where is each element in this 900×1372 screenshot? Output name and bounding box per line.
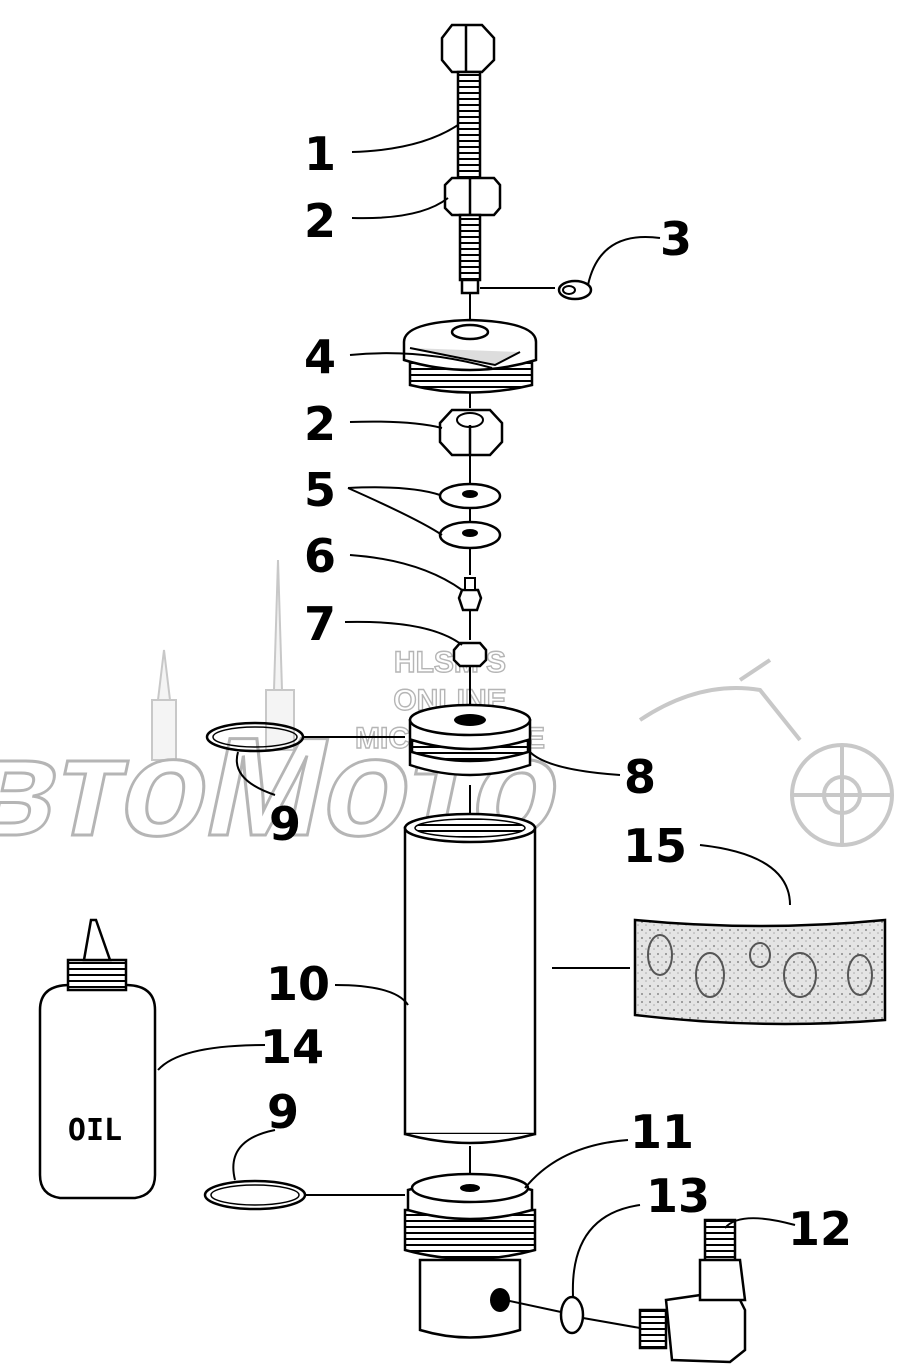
cap bbox=[402, 318, 538, 394]
callout-4: 4 bbox=[304, 330, 336, 384]
base bbox=[403, 1172, 537, 1339]
hex-nut bbox=[438, 408, 504, 457]
callout-9-lower: 9 bbox=[267, 1085, 299, 1139]
callout-5: 5 bbox=[304, 463, 336, 517]
jam-nut bbox=[443, 176, 502, 295]
small-o-ring bbox=[504, 1295, 641, 1335]
callouts: 1 2 3 4 2 5 6 7 8 9 15 10 14 9 11 13 12 bbox=[260, 127, 852, 1256]
callout-6: 6 bbox=[304, 529, 336, 583]
small-nut bbox=[452, 641, 488, 668]
bottle-label: OIL bbox=[68, 1113, 122, 1148]
callout-8: 8 bbox=[624, 750, 656, 804]
o-ring-bottom bbox=[203, 1179, 405, 1211]
watermark-motorcycle-icon bbox=[638, 658, 894, 847]
callout-14: 14 bbox=[260, 1020, 324, 1074]
decal bbox=[633, 918, 887, 1026]
leader-lines bbox=[157, 124, 796, 1297]
elbow-fitting bbox=[638, 1218, 747, 1364]
valve bbox=[457, 577, 483, 612]
callout-2-lower: 2 bbox=[304, 397, 336, 451]
watermark-line-1: HLSM'S bbox=[394, 646, 506, 679]
bolt bbox=[440, 23, 496, 182]
callout-7: 7 bbox=[304, 597, 336, 651]
watermark-skyline-icon bbox=[151, 559, 295, 761]
callout-11: 11 bbox=[630, 1105, 694, 1159]
callout-15: 15 bbox=[623, 819, 687, 873]
callout-9-upper: 9 bbox=[269, 797, 301, 851]
callout-10: 10 bbox=[266, 957, 330, 1011]
callout-3: 3 bbox=[660, 212, 692, 266]
callout-12: 12 bbox=[788, 1202, 852, 1256]
oil-bottle: OIL bbox=[38, 918, 157, 1200]
callout-1: 1 bbox=[304, 127, 336, 181]
washers bbox=[438, 482, 502, 550]
o-ring-top bbox=[205, 721, 405, 753]
callout-2-upper: 2 bbox=[304, 194, 336, 248]
cylinder bbox=[403, 812, 630, 1145]
piston bbox=[408, 703, 532, 777]
e-clip bbox=[557, 279, 593, 301]
callout-13: 13 bbox=[646, 1169, 710, 1223]
